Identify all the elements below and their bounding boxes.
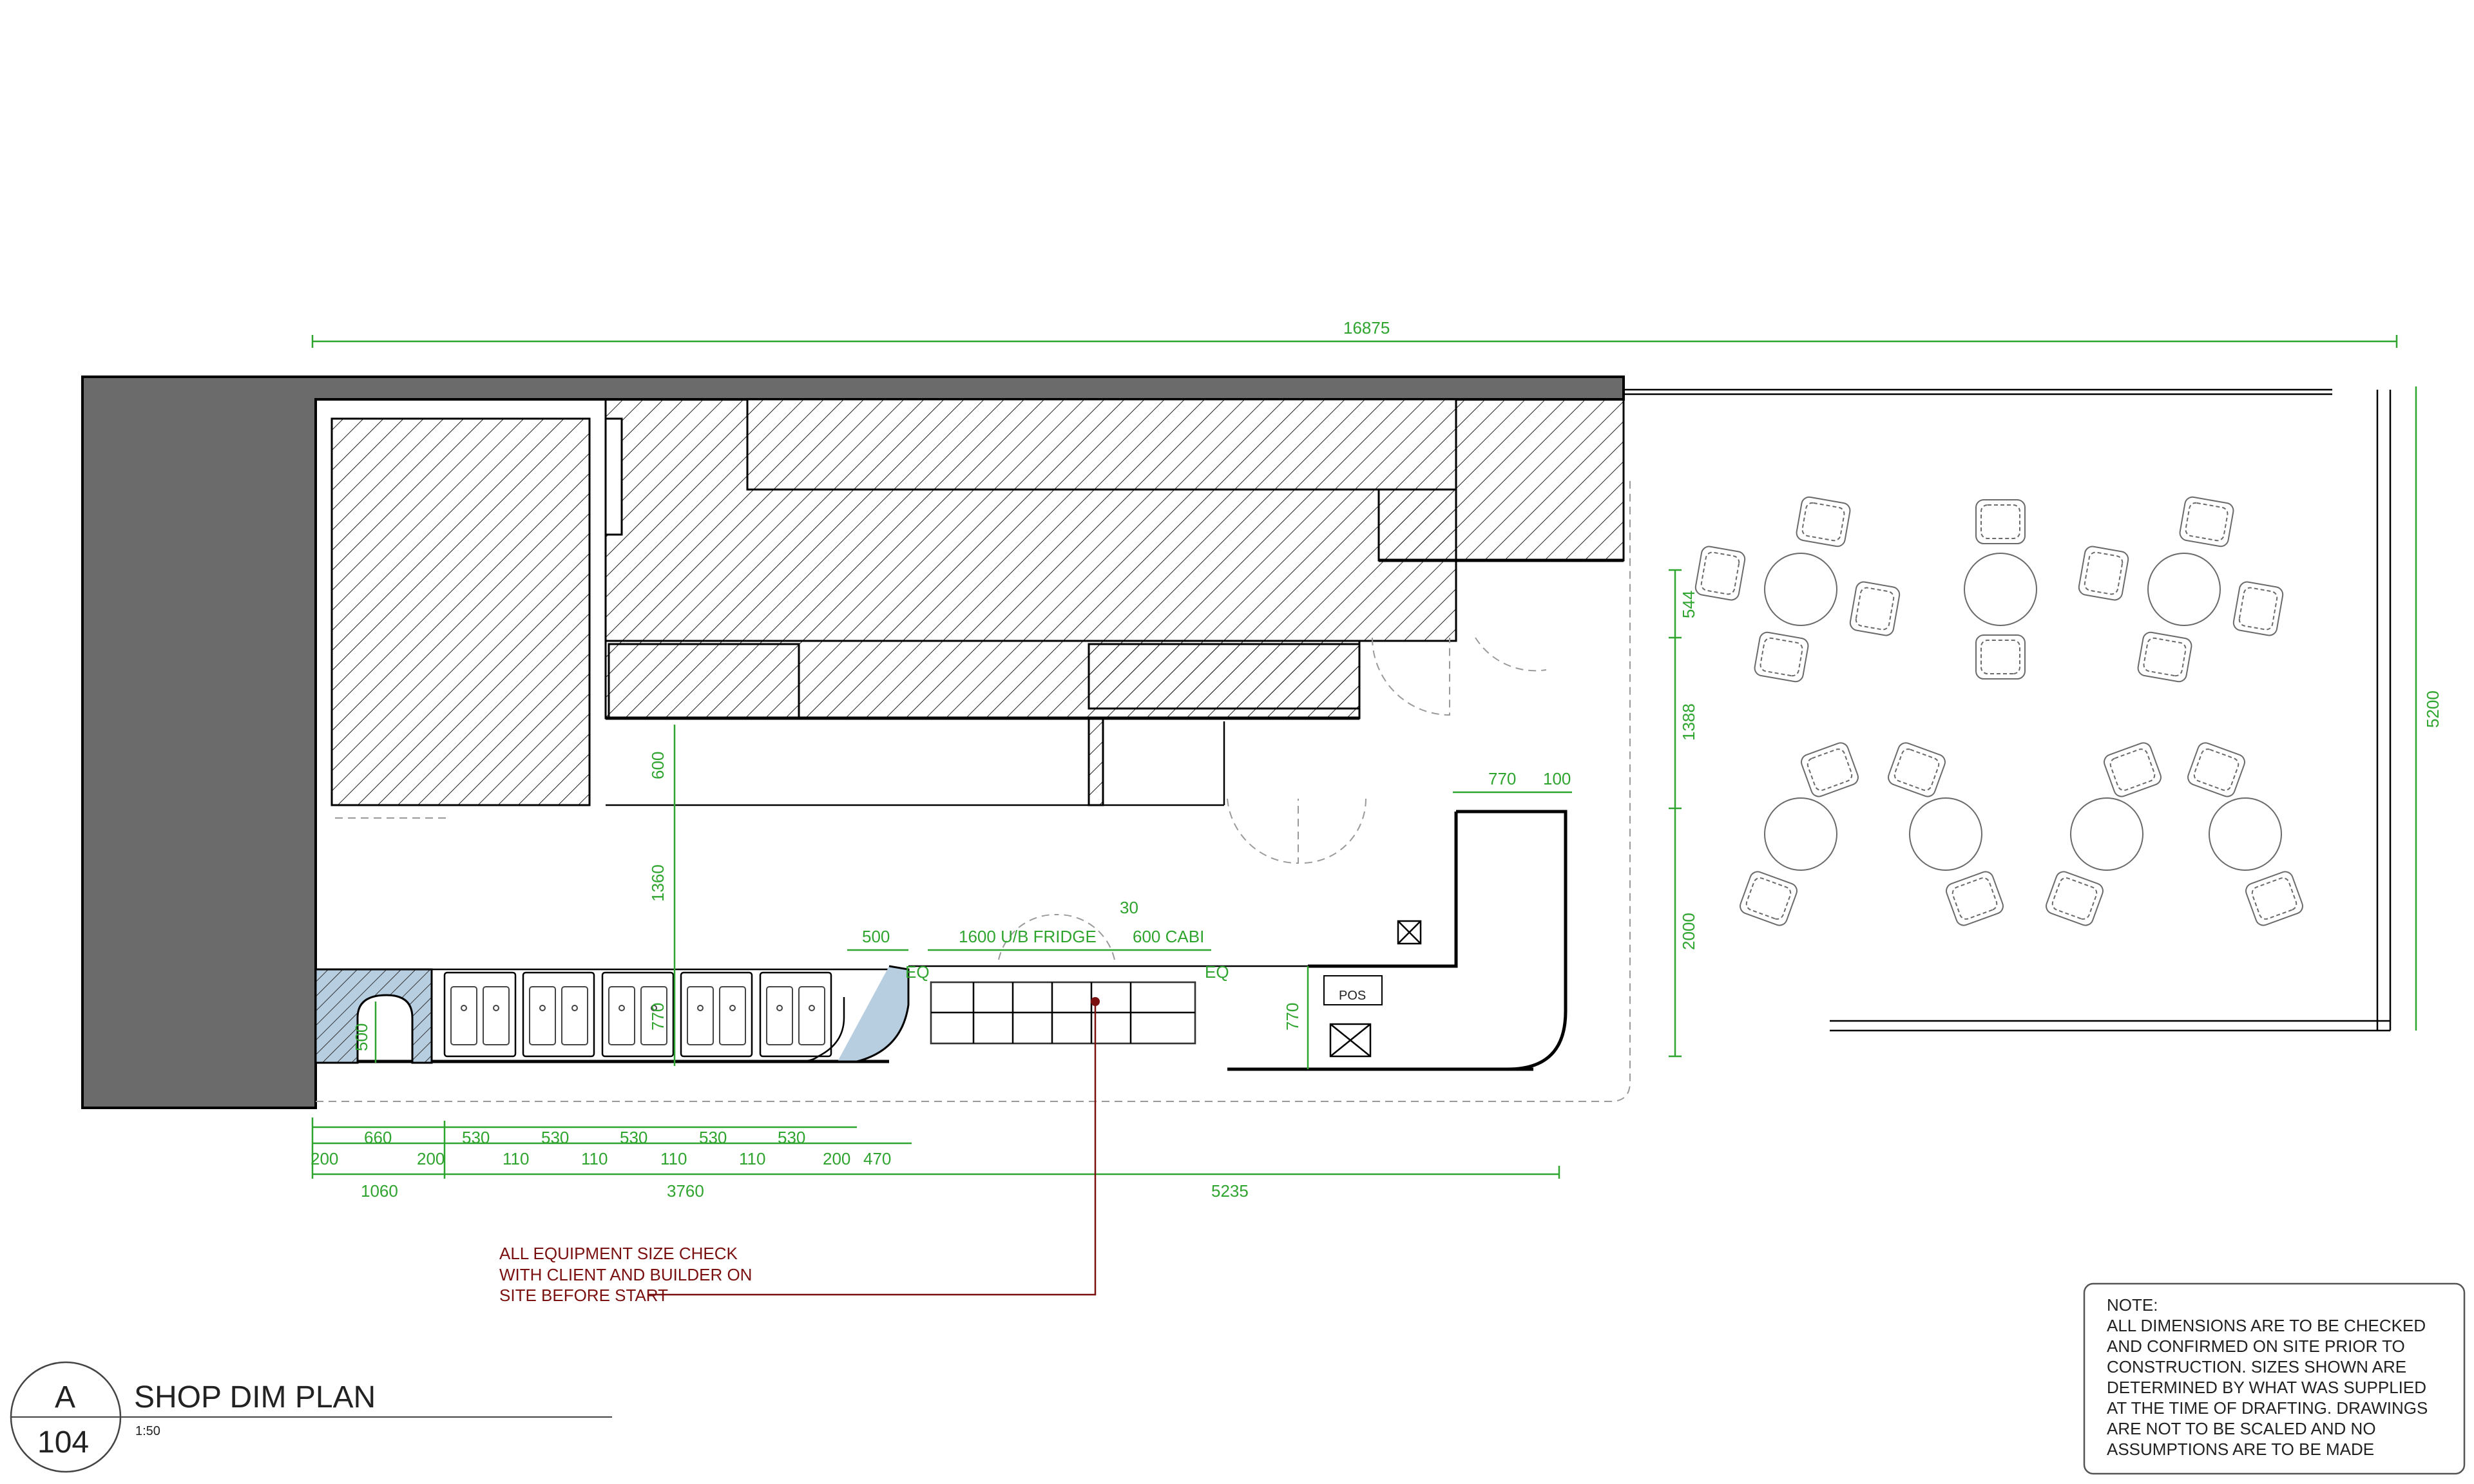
dim-110-b: 110 bbox=[581, 1149, 608, 1168]
dim-110-d: 110 bbox=[739, 1149, 765, 1168]
note-box: NOTE: ALL DIMENSIONS ARE TO BE CHECKED A… bbox=[2083, 1282, 2466, 1475]
dim-1060: 1060 bbox=[361, 1181, 398, 1201]
dim-200-a: 200 bbox=[311, 1149, 338, 1168]
outdoor-seating bbox=[1624, 388, 2392, 1032]
dim-eq-left: EQ bbox=[905, 962, 930, 982]
dim-110-c: 110 bbox=[660, 1149, 687, 1168]
dim-1360: 1360 bbox=[648, 864, 667, 902]
note-heading: NOTE: bbox=[2107, 1295, 2158, 1315]
dim-770-right: 770 bbox=[1283, 1003, 1302, 1031]
annotation-line-1: ALL EQUIPMENT SIZE CHECK bbox=[499, 1244, 738, 1263]
title-number: 104 bbox=[37, 1425, 89, 1460]
title-letter: A bbox=[55, 1380, 75, 1414]
dim-530-a: 530 bbox=[462, 1128, 490, 1147]
dim-30: 30 bbox=[1120, 898, 1138, 917]
dim-200-c: 200 bbox=[823, 1149, 850, 1168]
note-line-1: ALL DIMENSIONS ARE TO BE CHECKED bbox=[2107, 1316, 2426, 1335]
hatched-structures bbox=[331, 398, 1625, 806]
dim-2000: 2000 bbox=[1679, 913, 1698, 950]
dim-470: 470 bbox=[863, 1149, 891, 1168]
note-line-2: AND CONFIRMED ON SITE PRIOR TO bbox=[2107, 1337, 2405, 1356]
dimension-lines: 16875 5200 544 1388 2000 770 100 600 136… bbox=[311, 318, 2442, 1201]
dim-500-top: 500 bbox=[862, 927, 890, 946]
front-counter bbox=[314, 965, 1308, 1064]
dim-530-d: 530 bbox=[699, 1128, 727, 1147]
dim-5235: 5235 bbox=[1211, 1181, 1249, 1201]
note-line-4: DETERMINED BY WHAT WAS SUPPLIED bbox=[2107, 1378, 2426, 1397]
door-swings bbox=[335, 637, 1547, 960]
dim-cabi-label: 600 CABI bbox=[1133, 927, 1204, 946]
title-block: A 104 SHOP DIM PLAN 1:50 bbox=[10, 1361, 612, 1473]
dim-530-e: 530 bbox=[778, 1128, 805, 1147]
note-line-3: CONSTRUCTION. SIZES SHOWN ARE bbox=[2107, 1357, 2406, 1376]
dim-overall: 16875 bbox=[1343, 318, 1390, 338]
annotation-line-2: WITH CLIENT AND BUILDER ON bbox=[499, 1265, 752, 1284]
dim-530-c: 530 bbox=[620, 1128, 647, 1147]
equipment-annotation: ALL EQUIPMENT SIZE CHECK WITH CLIENT AND… bbox=[499, 997, 1100, 1305]
dim-660: 660 bbox=[364, 1128, 392, 1147]
scale-label: 1:50 bbox=[135, 1424, 160, 1438]
note-line-6: ARE NOT TO BE SCALED AND NO bbox=[2107, 1419, 2376, 1438]
dim-200-b: 200 bbox=[417, 1149, 445, 1168]
pos-label: POS bbox=[1339, 989, 1366, 1003]
dim-770-top: 770 bbox=[1488, 769, 1516, 788]
dim-fridge-label: 1600 U/B FRIDGE bbox=[959, 927, 1097, 946]
dim-110-a: 110 bbox=[503, 1149, 529, 1168]
service-counter: POS bbox=[1227, 810, 1568, 1071]
dim-600: 600 bbox=[648, 752, 667, 779]
dim-eq-right: EQ bbox=[1205, 962, 1229, 982]
note-line-5: AT THE TIME OF DRAFTING. DRAWINGS bbox=[2107, 1398, 2428, 1418]
dim-500-left: 500 bbox=[352, 1023, 371, 1051]
dim-544: 544 bbox=[1679, 591, 1698, 618]
annotation-line-3: SITE BEFORE START bbox=[499, 1286, 668, 1305]
dim-100: 100 bbox=[1543, 769, 1571, 788]
dim-770-mid: 770 bbox=[648, 1003, 667, 1031]
page-title: SHOP DIM PLAN bbox=[134, 1380, 376, 1414]
dim-1388: 1388 bbox=[1679, 703, 1698, 741]
dim-530-b: 530 bbox=[541, 1128, 569, 1147]
note-line-7: ASSUMPTIONS ARE TO BE MADE bbox=[2107, 1440, 2374, 1459]
dim-right-height: 5200 bbox=[2423, 690, 2442, 728]
dim-3760: 3760 bbox=[667, 1181, 704, 1201]
